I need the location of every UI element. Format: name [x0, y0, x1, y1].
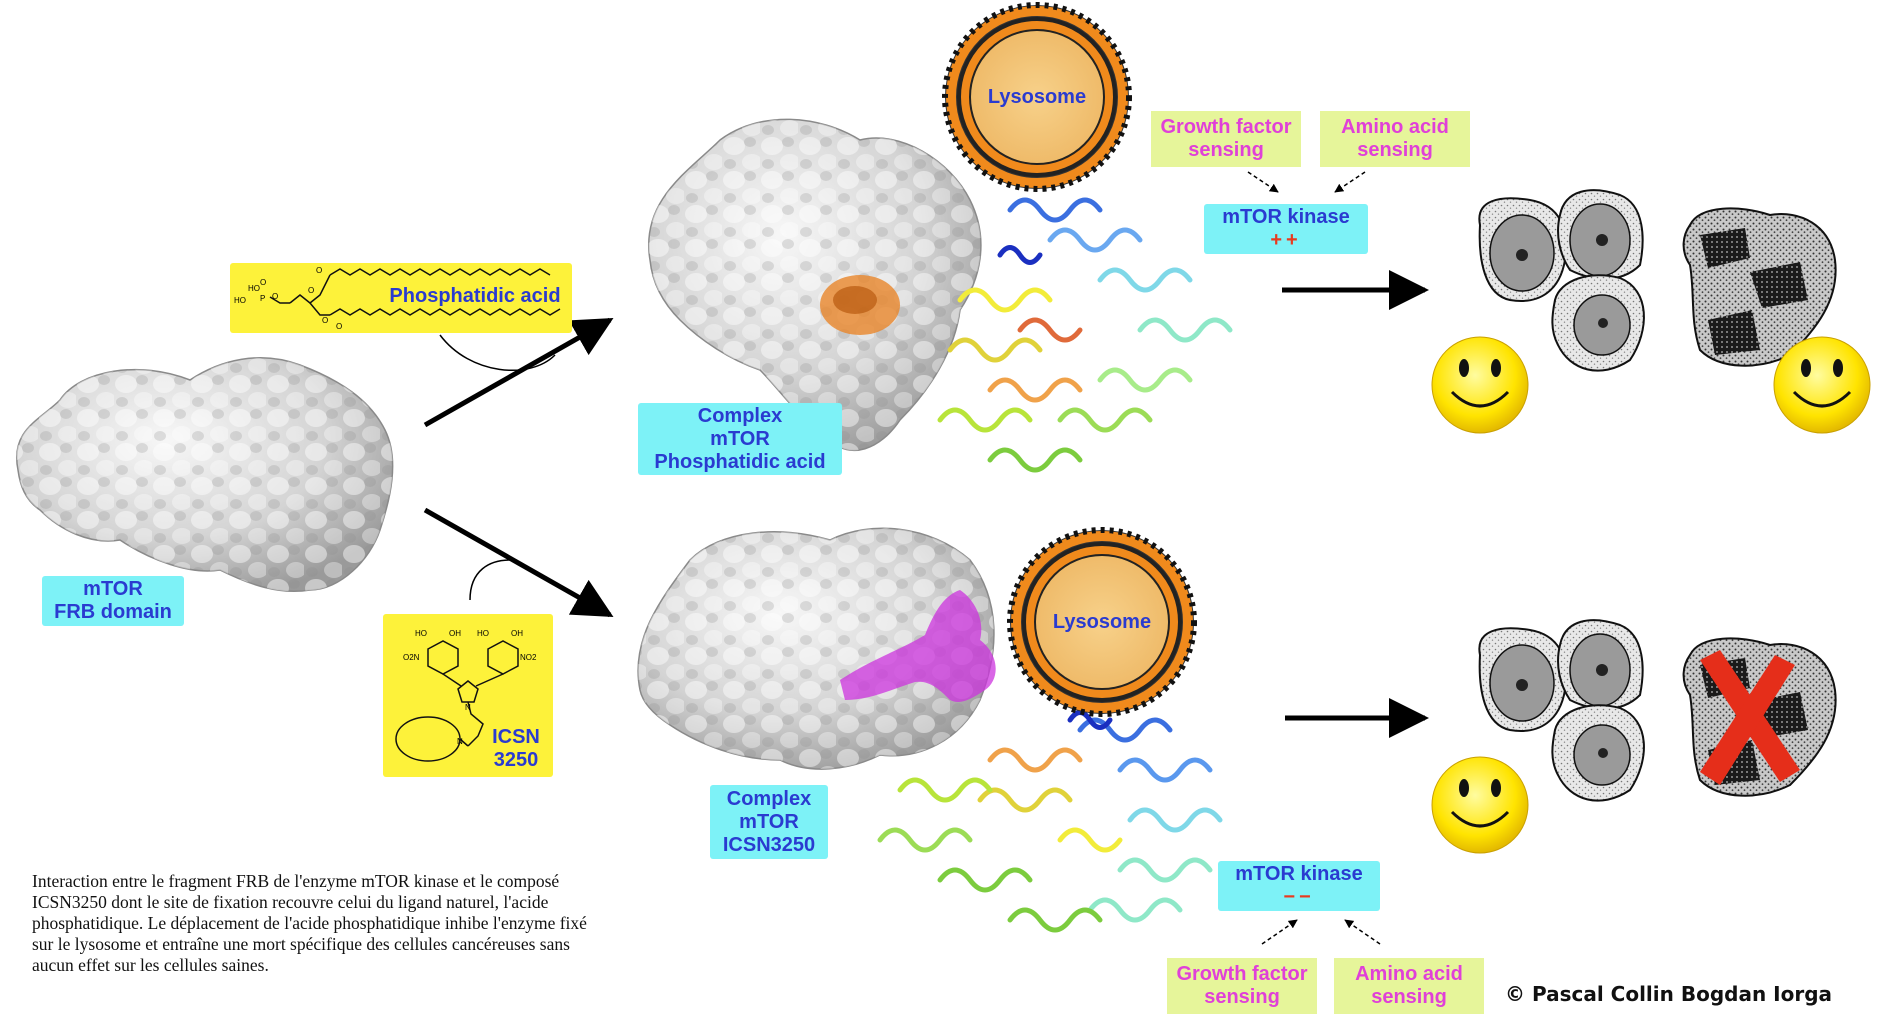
amino-acid-top-line-1: Amino acid: [1341, 116, 1449, 138]
complex-icsn-line-1: Complex: [726, 787, 812, 810]
phosphatidic-acid-box: HO HO P O O O O O O Phosphatidic acid: [230, 263, 572, 333]
dashed-arrow-growth-top: [1247, 171, 1279, 193]
complex-pa-line-1: Complex: [697, 404, 783, 427]
icsn-group-ho-2: HO: [477, 629, 489, 638]
copyright-notice: © Pascal Collin Bogdan Iorga: [1505, 982, 1833, 1006]
cross-mark: [1700, 650, 1800, 785]
dashed-arrow-growth-bottom: [1261, 919, 1298, 945]
mtor-kinase-top-label: mTOR kinase: [1222, 206, 1350, 228]
healthy-cells-bottom: [1478, 619, 1645, 802]
complex-pa-surface: [647, 118, 982, 451]
mtor-kinase-top-signs: ++: [1270, 229, 1302, 251]
complex-pa-line-3: Phosphatidic acid: [654, 450, 826, 473]
icsn3250-label: ICSN 3250: [481, 726, 551, 772]
amino-acid-bottom: Amino acid sensing: [1334, 958, 1484, 1014]
frb-label-line-1: mTOR: [83, 578, 143, 600]
pa-atom-o-1: O: [260, 278, 266, 287]
growth-factor-top-line-1: Growth factor: [1160, 116, 1292, 138]
complex-icsn-line-3: ICSN3250: [722, 833, 816, 856]
pa-atom-p: P: [260, 294, 265, 303]
mtor-kinase-top: mTOR kinase ++: [1204, 204, 1368, 254]
growth-factor-bottom-line-2: sensing: [1204, 986, 1280, 1008]
complex-pa-label: Complex mTOR Phosphatidic acid: [638, 403, 842, 475]
amino-acid-bottom-line-2: sensing: [1371, 986, 1447, 1008]
growth-factor-top: Growth factor sensing: [1151, 111, 1301, 167]
icsn3250-box: HO OH HO OH O2N NO2 N N ICSN 3250: [383, 614, 553, 777]
icsn-label-line-1: ICSN: [492, 726, 540, 748]
amino-acid-top-line-2: sensing: [1357, 139, 1433, 161]
pa-atom-ho-1: HO: [248, 284, 260, 293]
complex-icsn-label: Complex mTOR ICSN3250: [710, 785, 828, 859]
smiley-face-top-left: [1431, 336, 1529, 434]
curve-icsn: [469, 559, 511, 601]
pa-atom-o-5: O: [322, 316, 328, 325]
frb-domain-surface: [15, 357, 394, 593]
ribbon-structure-bottom: [877, 710, 1223, 933]
healthy-cells-top: [1478, 189, 1645, 372]
arrow-to-complex-pa: [423, 317, 614, 428]
icsn-group-n-1: N: [465, 703, 471, 712]
phosphatidic-acid-structure: HO HO P O O O O O O: [234, 266, 561, 331]
amino-acid-bottom-line-1: Amino acid: [1355, 963, 1463, 985]
arrow-to-complex-icsn: [423, 507, 614, 618]
growth-factor-bottom: Growth factor sensing: [1167, 958, 1317, 1014]
icsn-group-o2n: O2N: [403, 653, 420, 662]
icsn-group-oh-1: OH: [449, 629, 461, 638]
complex-icsn-surface: [637, 527, 996, 770]
dashed-arrow-amino-top: [1334, 171, 1366, 193]
icsn-group-ho-1: HO: [415, 629, 427, 638]
smiley-face-top-right: [1773, 336, 1871, 434]
lysosome-bottom-label: Lysosome: [1052, 611, 1152, 633]
pa-atom-o-6: O: [336, 322, 342, 331]
complex-pa-line-2: mTOR: [710, 427, 770, 450]
pa-atom-o-4: O: [316, 266, 322, 275]
growth-factor-top-line-2: sensing: [1188, 139, 1264, 161]
pa-atom-ho-2: HO: [234, 296, 246, 305]
amino-acid-top: Amino acid sensing: [1320, 111, 1470, 167]
smiley-face-bottom: [1431, 756, 1529, 854]
icsn-binding-site: [840, 590, 996, 702]
figure-caption: Interaction entre le fragment FRB de l'e…: [32, 871, 587, 975]
cancer-cells-top: [1682, 207, 1837, 367]
pa-atom-o-3: O: [308, 286, 314, 295]
frb-domain-label: mTOR FRB domain: [42, 576, 184, 626]
mtor-kinase-bottom-signs: −−: [1283, 886, 1315, 908]
icsn-group-no2: NO2: [520, 653, 537, 662]
icsn-label-line-2: 3250: [493, 749, 539, 771]
mtor-kinase-bottom-label: mTOR kinase: [1235, 863, 1363, 885]
mtor-kinase-bottom: mTOR kinase −−: [1218, 861, 1380, 911]
icsn3250-structure: HO OH HO OH O2N NO2 N N: [395, 629, 537, 762]
lysosome-bottom: [1007, 527, 1197, 717]
dashed-arrow-amino-bottom: [1344, 919, 1381, 945]
pa-atom-o-2: O: [272, 292, 278, 301]
phosphatidic-acid-label: Phosphatidic acid: [389, 285, 561, 307]
icsn-group-n-2: N: [457, 737, 463, 746]
complex-icsn-line-2: mTOR: [739, 810, 799, 833]
curve-pa: [439, 334, 556, 371]
ribbon-structure-top: [937, 197, 1233, 473]
cancer-cells-bottom: [1682, 637, 1837, 797]
growth-factor-bottom-line-1: Growth factor: [1176, 963, 1308, 985]
lysosome-top: [942, 2, 1132, 192]
lysosome-top-label: Lysosome: [987, 86, 1087, 108]
frb-label-line-2: FRB domain: [54, 601, 172, 623]
icsn-group-oh-2: OH: [511, 629, 523, 638]
